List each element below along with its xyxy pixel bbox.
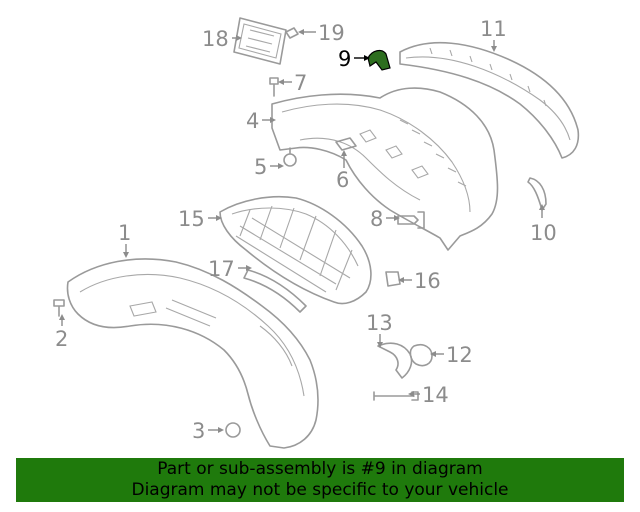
callout-18: 18	[202, 27, 229, 51]
parts-diagram: 1 2 3 4 5 6 7 8 9 10 11 12 13 14 15 16 1…	[53, 17, 580, 449]
part-10-bracket	[527, 177, 547, 211]
callout-12: 12	[446, 343, 473, 367]
callout-17: 17	[208, 257, 235, 281]
callout-1: 1	[118, 221, 131, 245]
callout-5: 5	[254, 155, 267, 179]
callout-19: 19	[318, 21, 345, 45]
part-12-sensor	[409, 343, 433, 367]
part-7-bolt	[269, 77, 279, 97]
callout-7: 7	[294, 71, 307, 95]
part-14-bolt	[373, 391, 419, 401]
part-17-bar	[243, 269, 307, 313]
callout-labels: 1 2 3 4 5 6 7 8 9 10 11 12 13 14 15 16 1…	[55, 17, 557, 443]
callout-10: 10	[530, 221, 557, 245]
diagram-notice-banner: Part or sub-assembly is #9 in diagram Di…	[16, 458, 624, 502]
part-18-license-bracket	[233, 17, 287, 65]
part-6-clip	[335, 137, 357, 151]
part-5-pin	[283, 147, 297, 167]
callout-9: 9	[338, 47, 351, 71]
callout-2: 2	[55, 327, 68, 351]
part-11-bumper-trim	[399, 41, 580, 159]
callout-8: 8	[370, 207, 383, 231]
callout-leaders	[59, 29, 545, 433]
part-1-bumper-cover	[66, 258, 319, 449]
banner-line-1: Part or sub-assembly is #9 in diagram	[157, 459, 483, 479]
callout-4: 4	[246, 109, 259, 133]
part-15-diffuser	[219, 195, 372, 305]
part-4-bumper-carrier	[271, 87, 499, 251]
part-16-clip	[385, 271, 401, 287]
part-8-bolt	[397, 211, 425, 229]
banner-line-2: Diagram may not be specific to your vehi…	[131, 480, 509, 500]
callout-3: 3	[192, 419, 205, 443]
callout-13: 13	[366, 311, 393, 335]
callout-14: 14	[422, 383, 449, 407]
part-3-nut	[225, 422, 241, 438]
part-2-screw	[53, 299, 65, 317]
callout-6: 6	[336, 168, 349, 192]
part-19-screw	[285, 27, 299, 39]
part-13-bracket	[377, 342, 413, 379]
callout-16: 16	[414, 269, 441, 293]
callout-15: 15	[178, 207, 205, 231]
callout-11: 11	[480, 17, 507, 41]
part-9-clip	[367, 49, 391, 71]
